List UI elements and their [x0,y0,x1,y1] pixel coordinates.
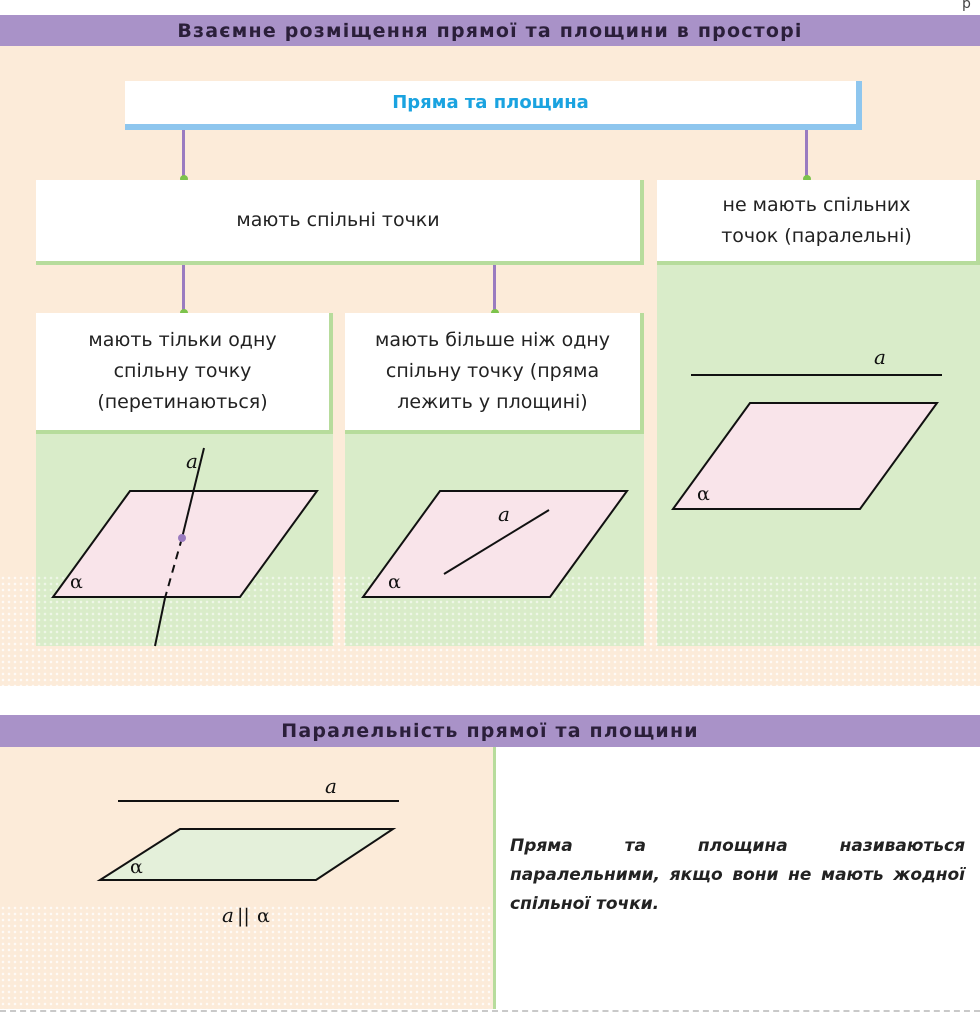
line-a-upper [181,447,205,539]
label-alpha-parallel: α [697,483,710,505]
label-a-parallel: a [874,345,886,369]
line-a-lower [154,597,166,647]
one-point-label: мають тільки одну спільну точку (перетин… [88,329,277,413]
many-points-label: мають більше ніж одну спільну точку (пря… [374,329,610,413]
root-box-label: Пряма та площина [392,92,589,113]
notation-parallel-sign: || [237,905,250,927]
no-common-points-box: не мають спільних точок (паралельні) [657,180,980,265]
label-a-section2: a [325,774,337,798]
line-a-hidden [164,537,183,599]
page-number-fragment: р [962,0,971,12]
section1-header: Взаємне розміщення прямої та площини в п… [0,15,980,46]
connector-dot [180,175,188,183]
plane-parallel [671,402,939,510]
connector-dot [803,175,811,183]
label-a-intersecting: a [186,449,198,473]
label-alpha-section2: α [130,856,143,878]
root-box: Пряма та площина [125,81,862,130]
section2-title: Паралельність прямої та площини [281,720,699,742]
section2-header: Паралельність прямої та площини [0,715,980,747]
notation-a: a [222,903,234,927]
definition-text: Пряма та площина називаються паралельним… [510,836,965,914]
label-a-in-plane: a [498,502,510,526]
section2-divider [493,747,496,1009]
many-points-box: мають більше ніж одну спільну точку (пря… [345,313,644,434]
line-a-in-plane [443,509,550,575]
section1-title: Взаємне розміщення прямої та площини в п… [177,19,803,42]
label-alpha-intersecting: α [70,571,83,593]
plane-intersecting [51,490,319,598]
intersection-point [178,534,186,542]
connector-root-left [182,129,185,179]
common-points-box: мають спільні точки [36,180,644,265]
section2-texture [0,905,494,1009]
connector-root-right [805,129,808,179]
notation-alpha: α [257,905,270,927]
one-point-box: мають тільки одну спільну точку (перетин… [36,313,333,434]
plane-section2 [96,828,397,881]
label-alpha-in-plane: α [388,571,401,593]
bottom-dashed-border [0,1010,980,1012]
common-points-label: мають спільні точки [236,209,440,231]
connector-common-right [493,264,496,314]
connector-common-left [182,264,185,314]
no-common-points-label: не мають спільних точок (паралельні) [721,193,912,247]
